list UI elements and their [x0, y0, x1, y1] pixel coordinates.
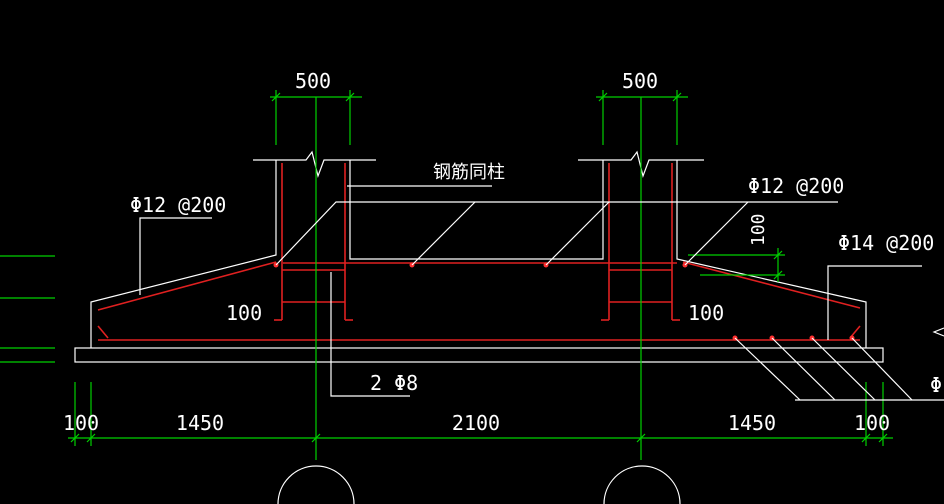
leader-left-top-rebar [139, 217, 212, 295]
note-rebar-same-column: 钢筋同柱 [433, 162, 505, 183]
stirrup-label: 2 Φ8 [370, 371, 418, 395]
leader-top-rebar [275, 201, 838, 266]
leader-right-bottom-rebar [827, 265, 922, 340]
cut-label: Φ [930, 373, 942, 397]
dim-left-col-width: 500 [295, 69, 331, 93]
left-column-break-line [253, 150, 376, 179]
bottom-dim-3: 2100 [452, 411, 500, 435]
bottom-dim-5: 100 [854, 411, 890, 435]
bottom-dim-2: 1450 [176, 411, 224, 435]
dim-right-col-width: 500 [622, 69, 658, 93]
footing-middle [349, 160, 604, 260]
leader-stirrup [330, 272, 410, 397]
bottom-dim-4: 1450 [728, 411, 776, 435]
top-rebar-left-slope [97, 261, 277, 311]
footing-left-slope [90, 160, 277, 348]
leader-line [811, 337, 876, 401]
reinforcement [97, 163, 861, 341]
leader-line [771, 337, 836, 401]
leader-line [851, 337, 913, 401]
footing-right-slope [676, 160, 867, 348]
left-cover-label: 100 [226, 301, 262, 325]
leader-lines [139, 185, 944, 401]
labels: 500 500 钢筋同柱 Φ12 @200 Φ12 @200 Φ14 @200 … [63, 69, 942, 435]
top-rebar-right-slope [682, 261, 861, 309]
right-column-break-line [578, 150, 704, 179]
right-cover-label: 100 [688, 301, 724, 325]
leader-line [734, 337, 801, 401]
concrete-outline [74, 150, 884, 363]
bottom-rebar-hook-left [97, 325, 109, 339]
axis-bubble-left [277, 465, 355, 504]
leader-line [684, 201, 749, 266]
dimension-lines [0, 90, 893, 504]
right-bottom-rebar-label: Φ14 @200 [838, 231, 934, 255]
dim-100-vertical: 100 [748, 213, 769, 246]
leader-line [411, 201, 476, 266]
left-top-rebar-label: Φ12 @200 [130, 193, 226, 217]
cut-mark [932, 327, 944, 337]
right-top-rebar-label: Φ12 @200 [748, 174, 844, 198]
base-pad [74, 347, 884, 363]
bottom-dim-1: 100 [63, 411, 99, 435]
axis-bubble-right [603, 465, 681, 504]
leader-line [545, 201, 610, 266]
